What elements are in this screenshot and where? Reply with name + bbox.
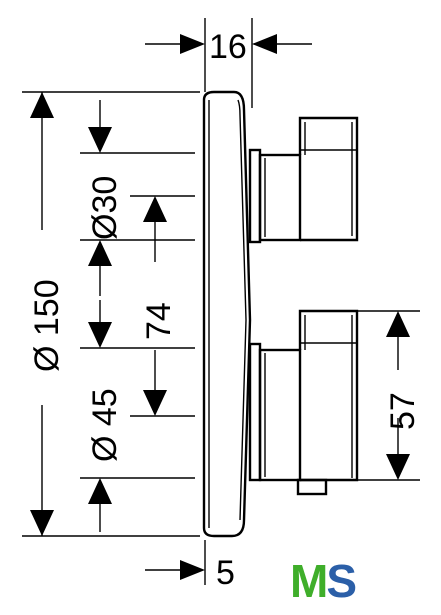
arrow-down — [143, 390, 167, 416]
dim-upper-diameter: Ø30 — [86, 176, 124, 240]
cover-plate — [202, 90, 252, 538]
arrow-down — [30, 510, 54, 536]
dim-outer-diameter: Ø 150 — [28, 279, 66, 372]
dim-spacing: 74 — [140, 302, 178, 340]
dim-top-width: 16 — [209, 28, 247, 66]
arrow-up — [88, 478, 112, 504]
arrow-up — [143, 196, 167, 222]
dim-bottom-partial: 5 — [216, 554, 235, 592]
arrow-left — [252, 34, 277, 54]
upper-handle — [248, 116, 359, 244]
dim-handle-height: 57 — [384, 392, 422, 430]
arrow-right — [180, 34, 205, 54]
arrow-up — [30, 92, 54, 118]
logo-m: M — [290, 555, 328, 607]
arrow-up — [88, 240, 112, 266]
arrow-down — [386, 454, 410, 480]
arrow-up — [386, 311, 410, 337]
dim-lower-diameter: Ø 45 — [86, 388, 124, 462]
arrow-down — [88, 322, 112, 348]
lower-handle — [248, 309, 359, 496]
logo-s: S — [326, 555, 357, 607]
ms-logo: MS — [290, 555, 370, 607]
arrow-right-bottom — [180, 560, 205, 580]
arrow-down — [88, 127, 112, 153]
